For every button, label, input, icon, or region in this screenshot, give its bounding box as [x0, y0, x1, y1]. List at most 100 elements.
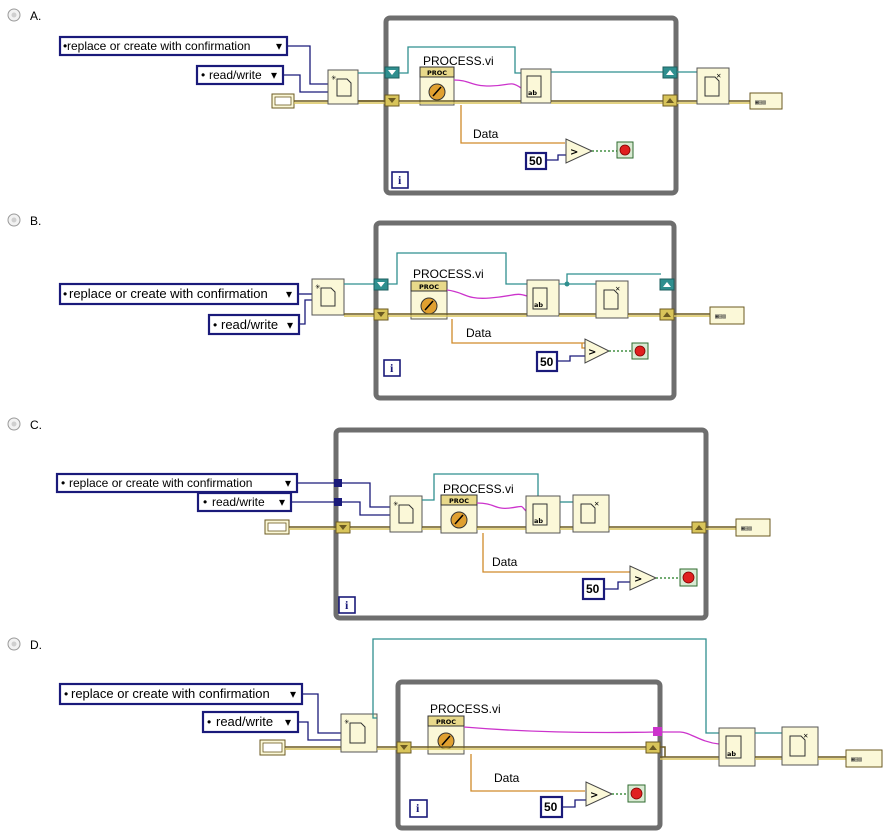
stop-terminal[interactable]	[631, 342, 649, 360]
svg-text:i: i	[390, 361, 394, 375]
chevron-down-icon: ▾	[271, 68, 277, 82]
stop-terminal[interactable]	[679, 568, 698, 587]
process-vi-node[interactable]: PROC	[419, 66, 455, 106]
open-mode-label: replace or create with confirmation	[69, 476, 252, 490]
option-a-radio[interactable]	[7, 8, 21, 22]
error-in-constant[interactable]	[259, 739, 286, 756]
close-file-node[interactable]: ✕	[696, 67, 730, 105]
iteration-terminal	[338, 596, 356, 614]
process-vi-node[interactable]: PROC	[440, 494, 478, 534]
svg-text:▣▤▥: ▣▤▥	[741, 525, 752, 532]
stop-terminal[interactable]	[627, 784, 646, 803]
option-d: D. replace or create with confirmation •…	[7, 637, 883, 831]
open-file-node[interactable]: ✳	[311, 278, 345, 316]
open-file-node[interactable]: ✳	[389, 495, 423, 533]
option-c-diagram: replace or create with confirmation • ▾ …	[55, 427, 771, 621]
open-mode-label: replace or create with confirmation	[69, 286, 268, 301]
data-wire-label: Data	[494, 771, 520, 785]
constant-50[interactable]	[524, 151, 548, 171]
open-file-node[interactable]: ✳	[340, 713, 378, 753]
option-d-letter: D.	[30, 638, 42, 652]
close-file-node[interactable]: ✕	[572, 494, 610, 533]
svg-text:▣▤▥: ▣▤▥	[715, 313, 726, 320]
svg-text:50: 50	[540, 355, 554, 369]
svg-text:✳: ✳	[344, 718, 350, 726]
svg-text:>: >	[588, 347, 596, 358]
svg-text:•: •	[63, 39, 67, 53]
write-text-file-node[interactable]: ab	[525, 495, 561, 534]
option-b-radio[interactable]	[7, 213, 21, 227]
option-a-diagram: replace or create with confirmation • ▾ …	[58, 15, 783, 196]
access-label: read/write	[212, 495, 265, 509]
svg-text:i: i	[398, 173, 402, 187]
svg-text:PROC: PROC	[427, 69, 447, 77]
process-vi-title: PROCESS.vi	[423, 54, 494, 68]
svg-text:50: 50	[529, 154, 543, 168]
svg-text:PROC: PROC	[436, 718, 456, 726]
option-a-letter: A.	[30, 9, 41, 23]
svg-text:✕: ✕	[615, 285, 620, 293]
svg-text:•: •	[207, 715, 211, 729]
greater-than-node[interactable]: >	[585, 781, 614, 807]
option-a: A. replace or create with confirmation •…	[7, 8, 783, 196]
svg-text:>: >	[634, 574, 642, 585]
svg-text:i: i	[345, 598, 349, 612]
greater-than-node[interactable]: >	[584, 338, 611, 364]
greater-than-node[interactable]: >	[565, 138, 594, 164]
iteration-terminal	[409, 799, 428, 818]
write-text-file-node[interactable]: ab	[718, 727, 756, 767]
svg-text:ab: ab	[727, 750, 736, 758]
error-in-constant[interactable]	[271, 93, 295, 109]
svg-text:✕: ✕	[803, 732, 808, 740]
data-wire-label: Data	[466, 326, 492, 340]
close-file-node[interactable]: ✕	[595, 280, 629, 319]
svg-text:•: •	[201, 68, 205, 82]
close-file-node[interactable]: ✕	[781, 726, 819, 766]
access-label: read/write	[221, 317, 278, 332]
svg-text:PROC: PROC	[449, 497, 469, 505]
svg-text:50: 50	[586, 582, 600, 596]
svg-text:✳: ✳	[393, 500, 399, 508]
chevron-down-icon: ▾	[279, 495, 285, 509]
chevron-down-icon: ▾	[287, 318, 293, 332]
enum-tunnel	[334, 498, 342, 506]
svg-text:✳: ✳	[315, 283, 321, 291]
write-text-file-node[interactable]: ab	[520, 68, 552, 104]
svg-text:✳: ✳	[331, 74, 337, 82]
stop-terminal[interactable]	[616, 141, 634, 159]
process-vi-title: PROCESS.vi	[443, 482, 514, 496]
svg-text:ab: ab	[528, 89, 537, 97]
option-b-diagram: replace or create with confirmation • ▾ …	[58, 220, 745, 401]
svg-text:•: •	[213, 318, 217, 332]
greater-than-node[interactable]: >	[629, 565, 658, 591]
svg-text:PROC: PROC	[419, 283, 439, 291]
open-file-node[interactable]: ✳	[327, 69, 359, 105]
process-vi-title: PROCESS.vi	[430, 702, 501, 716]
iteration-terminal	[383, 359, 401, 377]
svg-text:50: 50	[544, 800, 558, 814]
write-text-file-node[interactable]: ab	[526, 279, 560, 317]
option-b: B. replace or create with confirmation •…	[7, 213, 745, 401]
error-in-constant[interactable]	[264, 519, 290, 535]
svg-text:•: •	[203, 495, 207, 509]
process-vi-node[interactable]: PROC	[410, 280, 448, 320]
svg-text:>: >	[570, 147, 578, 158]
option-d-radio[interactable]	[7, 637, 21, 651]
chevron-down-icon: ▾	[290, 687, 296, 701]
chevron-down-icon: ▾	[276, 39, 282, 53]
chevron-down-icon: ▾	[286, 287, 292, 301]
svg-text:i: i	[416, 801, 420, 815]
error-out-indicator: ▣▤▥	[735, 518, 771, 537]
data-wire-label: Data	[473, 127, 499, 141]
string-indexing-tunnel	[653, 727, 662, 736]
option-c-radio[interactable]	[7, 417, 21, 431]
option-b-letter: B.	[30, 214, 41, 228]
open-mode-label: replace or create with confirmation	[67, 39, 250, 53]
svg-text:✕: ✕	[716, 72, 721, 80]
access-label: read/write	[216, 714, 273, 729]
while-loop-frame	[395, 679, 663, 831]
option-d-diagram: replace or create with confirmation • ▾ …	[58, 638, 883, 831]
error-out-indicator: ▣▤▥	[749, 92, 783, 110]
svg-text:▣▤▥: ▣▤▥	[755, 99, 766, 106]
